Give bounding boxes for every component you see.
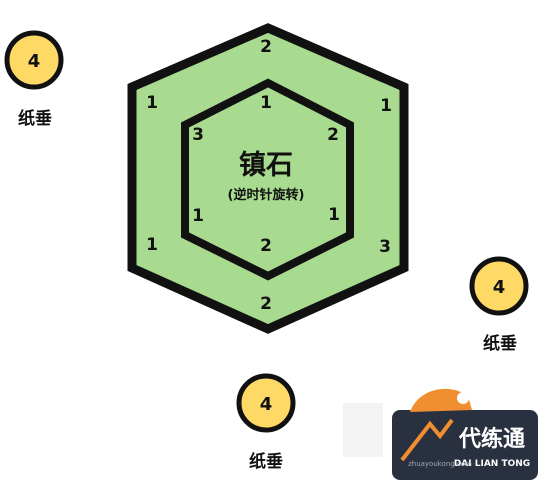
pendant-1-label: 纸垂 [18,108,52,129]
inner-num-upper-left: 3 [192,125,204,145]
inner-num-lower-right: 1 [328,205,340,225]
pendant-2-coin [469,256,529,316]
inner-num-upper-right: 2 [327,125,339,145]
pendant-3: 4 纸垂 [236,373,296,472]
inner-hexagon [181,78,354,281]
watermark-sub: DAI LIAN TONG [454,459,530,469]
pendant-3-coin [236,373,296,433]
inner-num-top: 1 [260,93,272,113]
outer-num-top: 2 [260,37,272,57]
outer-num-lower-left: 1 [146,235,158,255]
pendant-2: 4 纸垂 [469,256,529,354]
watermark-logo: 代练通 DAI LIAN TONG zhuayoukong.com [343,388,538,480]
outer-num-bottom: 2 [260,294,272,314]
pendant-3-value: 4 [260,394,273,415]
outer-num-lower-right: 3 [379,237,391,257]
center-subtitle: (逆时针旋转) [228,187,305,203]
pendant-1-value: 4 [28,51,41,72]
outer-num-upper-left: 1 [146,93,158,113]
pendant-3-label: 纸垂 [249,451,283,472]
pendant-2-value: 4 [493,277,506,298]
pendant-1-coin [4,30,64,90]
watermark-url: zhuayoukong.com [408,460,472,468]
outer-num-upper-right: 1 [380,96,392,116]
inner-num-bottom: 2 [260,236,272,256]
helmet-icon [410,388,472,412]
swoosh-icon [400,418,454,462]
inner-num-lower-left: 1 [192,206,204,226]
pendant-2-label: 纸垂 [483,333,517,354]
watermark-brand: 代练通 [458,426,525,452]
pendant-1: 4 纸垂 [4,30,64,129]
center-title: 镇石 [239,150,293,181]
